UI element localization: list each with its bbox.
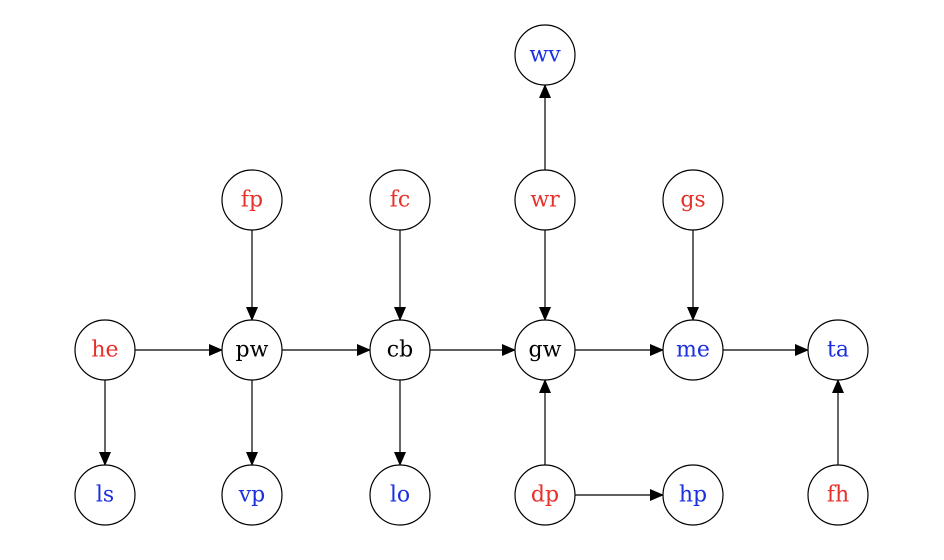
node-gs: gs [662,169,724,231]
node-ls: ls [74,464,136,526]
node-fh: fh [807,464,869,526]
node-circle-fc [369,169,431,231]
node-vp: vp [221,464,283,526]
node-label-me: me [676,338,710,363]
node-label-hp: hp [679,483,707,508]
node-me: me [662,319,724,381]
node-circle-lo [369,464,431,526]
node-label-dp: dp [531,483,559,508]
node-label-cb: cb [387,338,413,363]
node-circle-cb [369,319,431,381]
node-label-ta: ta [827,338,849,363]
node-dp: dp [514,464,576,526]
node-wr: wr [514,169,576,231]
node-label-he: he [91,338,118,363]
node-circle-fp [221,169,283,231]
node-circle-ta [807,319,869,381]
node-ta: ta [807,319,869,381]
node-wv: wv [514,24,576,86]
node-label-fp: fp [241,188,263,213]
node-label-pw: pw [236,338,269,363]
node-circle-hp [662,464,724,526]
node-circle-ls [74,464,136,526]
node-label-vp: vp [238,483,266,508]
node-circle-he [74,319,136,381]
node-label-fh: fh [827,483,849,508]
node-label-lo: lo [390,483,410,508]
edges-layer [99,84,844,501]
node-circle-fh [807,464,869,526]
node-label-wv: wv [529,43,561,68]
node-circle-wr [514,169,576,231]
node-fc: fc [369,169,431,231]
node-label-ls: ls [96,483,114,508]
node-hp: hp [662,464,724,526]
node-lo: lo [369,464,431,526]
node-label-fc: fc [390,188,410,213]
node-fp: fp [221,169,283,231]
node-label-gw: gw [529,338,562,363]
node-he: he [74,319,136,381]
node-pw: pw [221,319,283,381]
node-label-wr: wr [530,188,560,213]
node-circle-wv [514,24,576,86]
node-circle-me [662,319,724,381]
node-gw: gw [514,319,576,381]
node-label-gs: gs [680,188,705,213]
nodes-layer: wv fp fc wr gs he pw cb gw me ta ls vp lo dp hp fh [74,24,869,526]
node-circle-gw [514,319,576,381]
node-cb: cb [369,319,431,381]
node-circle-gs [662,169,724,231]
node-circle-vp [221,464,283,526]
node-circle-pw [221,319,283,381]
node-circle-dp [514,464,576,526]
